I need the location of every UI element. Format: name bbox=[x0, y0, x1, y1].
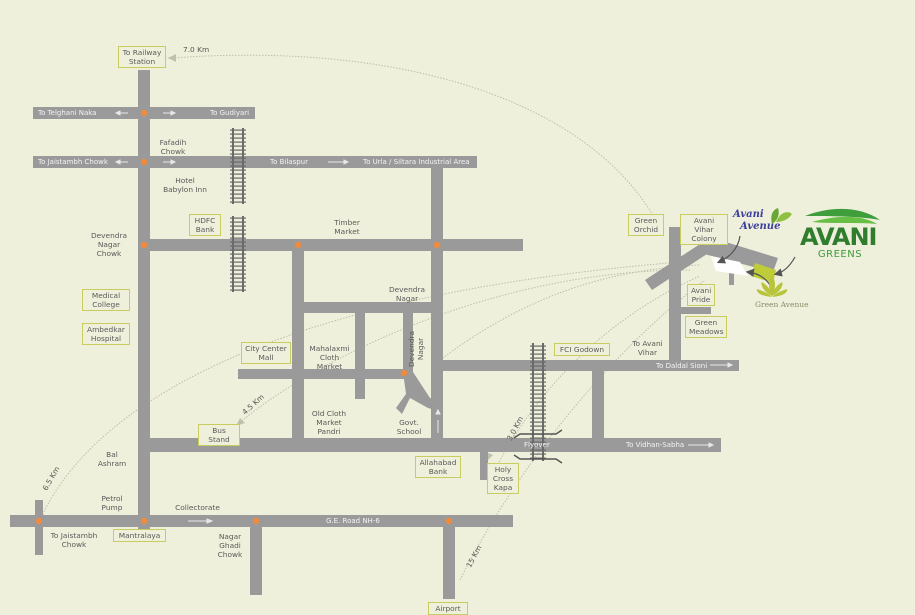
avani-brand-text: AVANI bbox=[800, 223, 877, 251]
devendra-nagar-chowk-label: Devendra Nagar Chowk bbox=[90, 231, 128, 258]
govt-school-label: Govt. School bbox=[396, 418, 422, 436]
avani-greens-leaf-icon bbox=[805, 208, 880, 224]
to-jaistambh-chowk-label: To Jaistambh Chowk bbox=[50, 531, 98, 549]
road-label-vidhan-sabha: To Vidhan-Sabha bbox=[626, 441, 685, 449]
fci-godown-label: FCI Godown bbox=[554, 343, 610, 356]
city-center-mall-label: City Center Mall bbox=[241, 342, 291, 364]
bus-stand-label: Bus Stand bbox=[198, 424, 240, 446]
medical-college-label: Medical College bbox=[82, 289, 130, 311]
road-label-ge-road: G.E. Road NH-6 bbox=[326, 517, 380, 525]
allahabad-bank-label: Allahabad Bank bbox=[415, 456, 461, 478]
timber-market-label: Timber Market bbox=[334, 218, 360, 236]
project-pointer-arrows bbox=[716, 235, 796, 286]
avani-pride-label: Avani Pride bbox=[687, 284, 715, 306]
hdfc-bank-label: HDFC Bank bbox=[189, 214, 221, 236]
green-avenue-lotus-icon bbox=[756, 276, 788, 297]
nagar-ghadi-chowk-label: Nagar Ghadi Chowk bbox=[217, 532, 243, 559]
green-orchid-label: Green Orchid bbox=[628, 214, 664, 236]
mahalaxmi-cloth-market-label: Mahalaxmi Cloth Market bbox=[309, 344, 350, 371]
old-cloth-market-pandri-label: Old Cloth Market Pandri bbox=[311, 409, 347, 436]
green-avenue-logo-text: Green Avenue bbox=[755, 300, 809, 309]
holy-cross-kapa-label: Holy Cross Kapa bbox=[487, 463, 519, 494]
avani-vihar-colony-label: Avani Vihar Colony bbox=[680, 214, 728, 245]
petrol-pump-label: Petrol Pump bbox=[101, 494, 123, 512]
hotel-babylon-inn-label: Hotel Babylon Inn bbox=[163, 176, 207, 194]
mantralaya-label: Mantralaya bbox=[113, 529, 166, 542]
avani-avenue-logo-line2: Avenue bbox=[740, 221, 781, 232]
railway-station-label: To Railway Station bbox=[118, 46, 166, 68]
avani-avenue-leaf-icon bbox=[771, 208, 792, 224]
flyover-brackets bbox=[513, 429, 563, 464]
road-label-bilaspur: To Bilaspur bbox=[270, 158, 308, 166]
devendra-nagar-vertical-label: Devendra Nagar bbox=[407, 330, 425, 368]
green-meadows-label: Green Meadows bbox=[685, 316, 727, 338]
fafadih-chowk-label: Fafadih Chowk bbox=[159, 138, 187, 156]
avani-avenue-logo-line1: Avani bbox=[733, 209, 764, 220]
railway-distance-label: 7.0 Km bbox=[183, 45, 210, 54]
road-label-flyover: Flyover bbox=[524, 441, 550, 449]
green-avenue-plot bbox=[751, 263, 776, 283]
bal-ashram-label: Bal Ashram bbox=[97, 450, 127, 468]
avani-greens-logo: AVANI GREENS bbox=[800, 225, 880, 260]
greens-brand-text: GREENS bbox=[817, 249, 863, 260]
ambedkar-hospital-label: Ambedkar Hospital bbox=[82, 323, 130, 345]
railway-distance-arrowhead bbox=[168, 54, 176, 62]
junction-markers bbox=[35, 109, 453, 525]
road-label-gudiyari: To Gudiyari bbox=[210, 109, 250, 117]
collectorate-label: Collectorate bbox=[175, 503, 220, 512]
airport-label: Airport bbox=[428, 602, 468, 615]
road-label-jaistambh-chowk: To Jaistambh Chowk bbox=[38, 158, 108, 166]
road-arrows bbox=[114, 110, 734, 524]
to-avani-vihar-label: To Avani Vihar bbox=[632, 339, 663, 357]
road-label-daldal-sioni: To Daldal Sioni bbox=[656, 362, 708, 370]
devendra-nagar-label: Devendra Nagar bbox=[388, 285, 426, 303]
road-label-urla-siltara: To Urla / Siltara Industrial Area bbox=[363, 158, 470, 166]
road-label-telghani-naka: To Telghani Naka bbox=[38, 109, 97, 117]
railway-track bbox=[230, 128, 546, 461]
